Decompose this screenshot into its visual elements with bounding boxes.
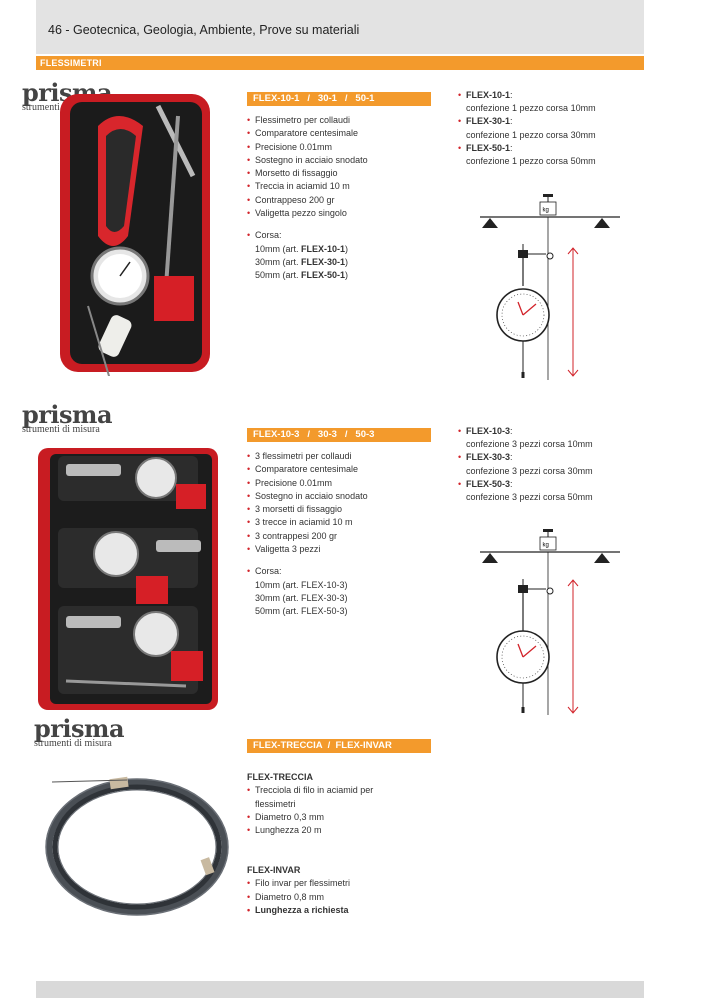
list-item: Comparatore centesimale [247, 127, 447, 141]
product-bar-wire: FLEX-TRECCIA / FLEX-INVAR [247, 739, 431, 753]
list-item: Morsetto di fissaggio [247, 167, 447, 181]
list-item: Lunghezza 20 m [247, 824, 447, 838]
config-code: FLEX-10-3: [458, 425, 648, 438]
list-item: 3 trecce in aciamid 10 m [247, 516, 447, 530]
footer-band [36, 981, 644, 998]
list-item: Contrappeso 200 gr [247, 194, 447, 208]
flexmeter-diagram-1: kg [480, 194, 620, 380]
feature-list-flex-3: 3 flessimetri per collaudi Comparatore c… [247, 450, 447, 619]
list-item: flessimetri [255, 798, 296, 809]
tray-row [58, 528, 201, 604]
product-photo-flex-3 [38, 448, 218, 710]
feature-list-flex-1: Flessimetro per collaudi Comparatore cen… [247, 114, 447, 283]
corsa-item: 50mm (art. FLEX-50-3) [255, 606, 348, 617]
tray-row [58, 606, 203, 694]
config-code: FLEX-50-1: [458, 142, 648, 155]
list-item: Diametro 0,3 mm [247, 811, 447, 825]
config-code: FLEX-30-1: [458, 115, 648, 128]
header-band [36, 0, 644, 54]
page-title: 46 - Geotecnica, Geologia, Ambiente, Pro… [48, 23, 360, 37]
config-code: FLEX-10-1: [458, 89, 648, 102]
list-item: Sostegno in acciaio snodato [247, 154, 447, 168]
logo-brand: prisma [22, 400, 113, 429]
config-list-flex-1: FLEX-10-1: confezione 1 pezzo corsa 10mm… [458, 89, 648, 168]
list-item: Treccia in aciamid 10 m [247, 180, 447, 194]
list-item: Flessimetro per collaudi [247, 114, 447, 128]
product-bar-flex-1: FLEX-10-1 / 30-1 / 50-1 [247, 92, 431, 106]
kg-label: kg [543, 208, 549, 214]
section-bar [36, 56, 644, 70]
list-item: 3 flessimetri per collaudi [247, 450, 447, 464]
config-code: FLEX-30-3: [458, 451, 648, 464]
feature-list-treccia: FLEX-TRECCIA Trecciola di filo in aciami… [247, 771, 447, 838]
list-item: Sostegno in acciaio snodato [247, 490, 447, 504]
corsa-item: 10mm (art. FLEX-10-1) [255, 243, 349, 254]
list-item: Lunghezza a richiesta [247, 904, 447, 918]
feature-list-invar: FLEX-INVAR Filo invar per flessimetri Di… [247, 864, 447, 917]
corsa-item: 30mm (art. FLEX-30-1) [255, 256, 349, 267]
config-desc: confezione 3 pezzi corsa 10mm [466, 439, 593, 450]
list-item: Precisione 0.01mm [247, 477, 447, 491]
config-list-flex-3: FLEX-10-3: confezione 3 pezzi corsa 10mm… [458, 425, 648, 504]
product-photo-flex-1 [60, 94, 210, 376]
list-item: 3 morsetti di fissaggio [247, 503, 447, 517]
logo-brand: prisma [34, 714, 125, 743]
prisma-logo: prisma strumenti di misura [22, 400, 113, 435]
product-bar-flex-3: FLEX-10-3 / 30-3 / 50-3 [247, 428, 431, 442]
list-item: Comparatore centesimale [247, 463, 447, 477]
config-desc: confezione 1 pezzo corsa 30mm [466, 129, 596, 140]
config-desc: confezione 1 pezzo corsa 50mm [466, 156, 596, 167]
flexmeter-diagram-3: kg [480, 529, 620, 715]
corsa-item: 30mm (art. FLEX-30-3) [255, 592, 348, 603]
list-item: Precisione 0.01mm [247, 141, 447, 155]
config-desc: confezione 3 pezzi corsa 50mm [466, 492, 593, 503]
corsa-label: Corsa: [247, 229, 447, 243]
logo-tagline: strumenti di misura [22, 424, 100, 435]
list-item: 3 contrappesi 200 gr [247, 530, 447, 544]
config-code: FLEX-50-3: [458, 478, 648, 491]
tray-row [58, 456, 206, 509]
section-label: FLESSIMETRI [40, 58, 102, 68]
corsa-item: 50mm (art. FLEX-50-1) [255, 270, 349, 281]
prisma-logo: prisma strumenti di misura [34, 714, 125, 749]
invar-title: FLEX-INVAR [247, 865, 301, 875]
list-item: Valigetta 3 pezzi [247, 543, 447, 557]
config-desc: confezione 3 pezzi corsa 30mm [466, 465, 593, 476]
product-photo-wire-coil [45, 776, 229, 916]
list-item: Valigetta pezzo singolo [247, 207, 447, 221]
list-item: Trecciola di filo in aciamid per [247, 784, 447, 798]
corsa-item: 10mm (art. FLEX-10-3) [255, 579, 348, 590]
kg-label: kg [543, 543, 549, 549]
config-desc: confezione 1 pezzo corsa 10mm [466, 103, 596, 114]
corsa-label: Corsa: [247, 565, 447, 579]
logo-tagline: strumenti di misura [34, 738, 112, 749]
list-item: Filo invar per flessimetri [247, 877, 447, 891]
list-item: Diametro 0,8 mm [247, 891, 447, 905]
treccia-title: FLEX-TRECCIA [247, 772, 313, 782]
